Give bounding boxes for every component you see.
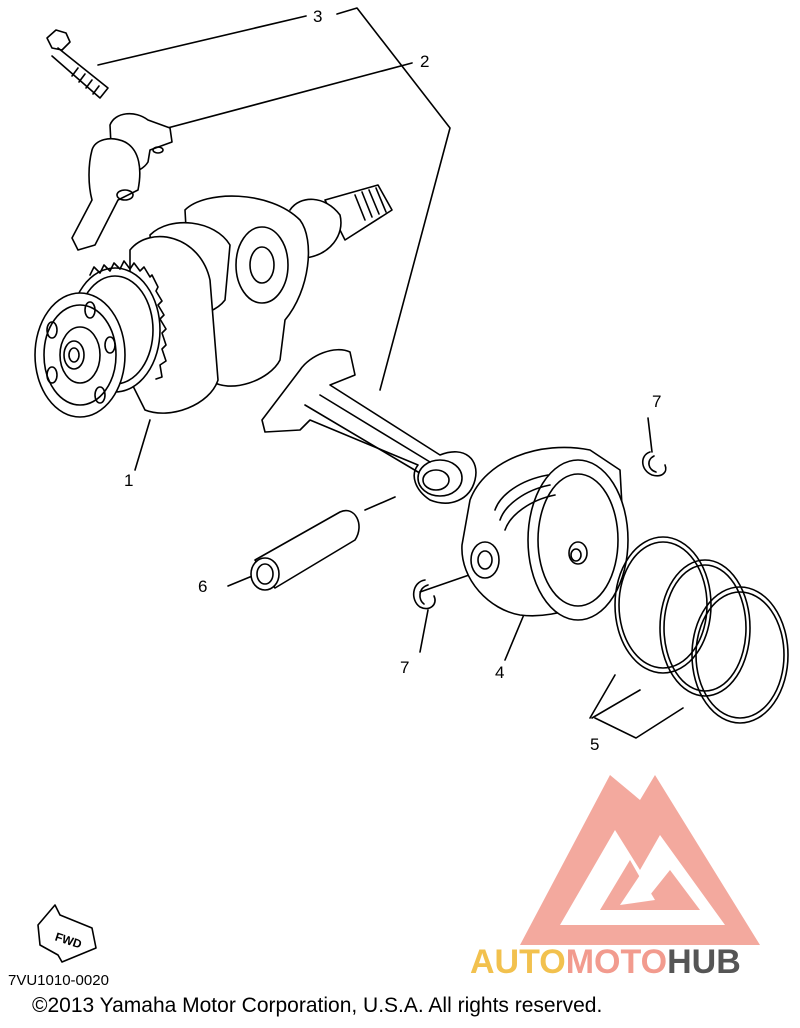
watermark-brand-text: AUTOMOTOHUB xyxy=(470,943,741,981)
piston-part-4 xyxy=(461,446,629,621)
callout-5: 5 xyxy=(590,735,599,754)
crankshaft-part-1 xyxy=(34,184,393,418)
diagram-code: 7VU1010-0020 xyxy=(8,972,109,989)
callout-1: 1 xyxy=(124,471,133,490)
piston-rings-part-5 xyxy=(614,536,789,724)
watermark-logo xyxy=(520,775,760,945)
bolt-part-3 xyxy=(46,29,109,99)
piston-pin-part-6 xyxy=(250,509,360,591)
callout-7-upper: 7 xyxy=(652,392,661,411)
circlip-part-7-lower xyxy=(412,579,436,610)
callout-6: 6 xyxy=(198,577,207,596)
callout-2: 2 xyxy=(420,52,429,71)
leader-lines xyxy=(97,7,684,739)
callout-3: 3 xyxy=(313,7,322,26)
callout-7-lower: 7 xyxy=(400,658,409,677)
connecting-rod xyxy=(261,348,477,504)
fwd-arrow-icon xyxy=(37,904,97,963)
copyright-notice: ©2013 Yamaha Motor Corporation, U.S.A. A… xyxy=(32,994,603,1017)
circlip-part-7-upper xyxy=(641,451,667,477)
callout-4: 4 xyxy=(495,663,504,682)
rod-cap-part-2 xyxy=(71,112,173,251)
